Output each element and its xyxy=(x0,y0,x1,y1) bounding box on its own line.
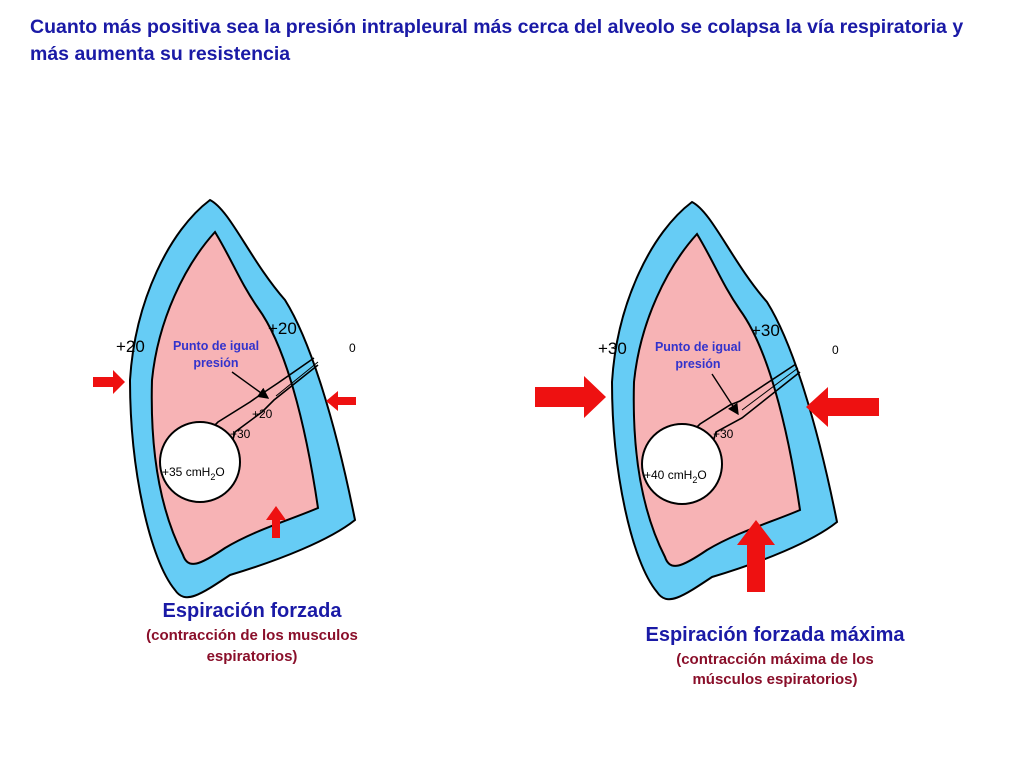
muscle-force-arrow-right xyxy=(806,387,879,427)
alveolar-pressure: +35 cmH2O xyxy=(162,465,225,482)
slide-title: Cuanto más positiva sea la presión intra… xyxy=(30,16,964,65)
mouth-pressure: 0 xyxy=(832,343,839,357)
caption-line2: músculos espiratorios) xyxy=(692,671,857,688)
caption-title: Espiración forzada máxima xyxy=(646,624,906,646)
mouth-pressure: 0 xyxy=(349,341,356,355)
equal-pressure-label-line2: presión xyxy=(675,357,720,371)
caption-line1: (contracción máxima de los xyxy=(676,651,874,668)
airway xyxy=(209,357,319,451)
muscle-force-arrow-left xyxy=(535,376,606,418)
alveolar-pressure: +40 cmH2O xyxy=(644,468,707,485)
panel-forced-expiration: +20 +20 Punto de igual presión 0 +20 +30… xyxy=(93,198,358,665)
caption-title: Espiración forzada xyxy=(163,600,343,622)
muscle-force-arrow-right xyxy=(326,391,356,411)
airway-lumen xyxy=(741,367,799,411)
pleural-pressure-left: +20 xyxy=(116,337,145,356)
muscle-force-arrow-left xyxy=(93,370,125,394)
panel-maximal-forced-expiration: +30 +30 Punto de igual presión 0 +30 +40… xyxy=(535,200,906,688)
caption-line1: (contracción de los musculos xyxy=(146,627,358,644)
equal-pressure-pointer xyxy=(711,373,739,416)
pleural-pressure-right: +30 xyxy=(751,321,780,340)
pleural-pressure-left: +30 xyxy=(598,339,627,358)
alveolus xyxy=(641,423,723,505)
equal-pressure-pointer xyxy=(231,371,270,399)
caption-line2: espiratorios) xyxy=(207,648,298,665)
equal-pressure-label-line1: Punto de igual xyxy=(655,340,741,354)
alveolus xyxy=(159,421,241,503)
muscle-force-arrow-bottom xyxy=(266,506,286,538)
airway-pressure-lower: +30 xyxy=(230,427,251,441)
airway-pressure-upper: +20 xyxy=(252,407,273,421)
muscle-force-arrow-bottom xyxy=(737,520,775,592)
pleural-pressure-right: +20 xyxy=(268,319,297,338)
airway-pressure-lower: +30 xyxy=(713,427,734,441)
airway-lumen xyxy=(275,361,319,397)
equal-pressure-label-line1: Punto de igual xyxy=(173,339,259,353)
equal-pressure-label-line2: presión xyxy=(193,356,238,370)
